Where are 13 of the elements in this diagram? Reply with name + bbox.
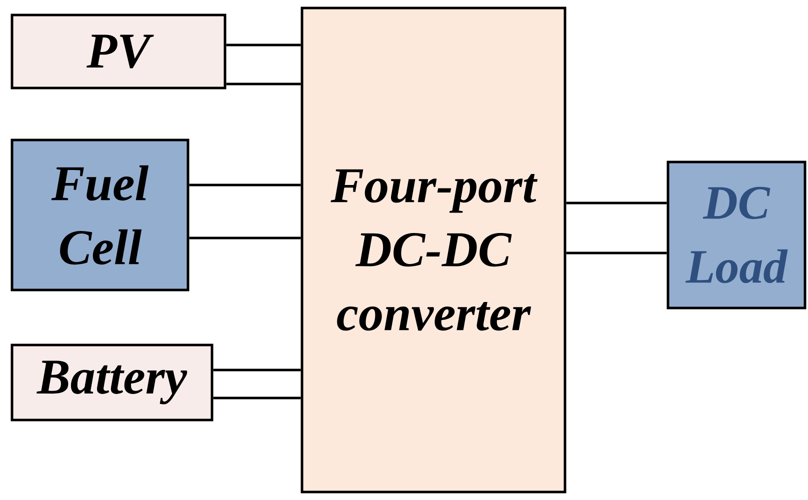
connection-line bbox=[189, 236, 301, 240]
connection-line bbox=[566, 252, 667, 254]
load-box: DC Load bbox=[666, 160, 806, 310]
connection-line bbox=[213, 368, 301, 372]
connection-line bbox=[566, 202, 667, 204]
connection-line bbox=[226, 82, 301, 86]
connection-line bbox=[226, 44, 301, 46]
source-box: PV bbox=[10, 14, 226, 90]
connection-line bbox=[213, 396, 301, 400]
source-box: Battery bbox=[10, 344, 214, 422]
connection-line bbox=[189, 184, 301, 186]
source-box: Fuel Cell bbox=[10, 138, 190, 292]
converter-box: Four-port DC-DC converter bbox=[300, 6, 566, 494]
